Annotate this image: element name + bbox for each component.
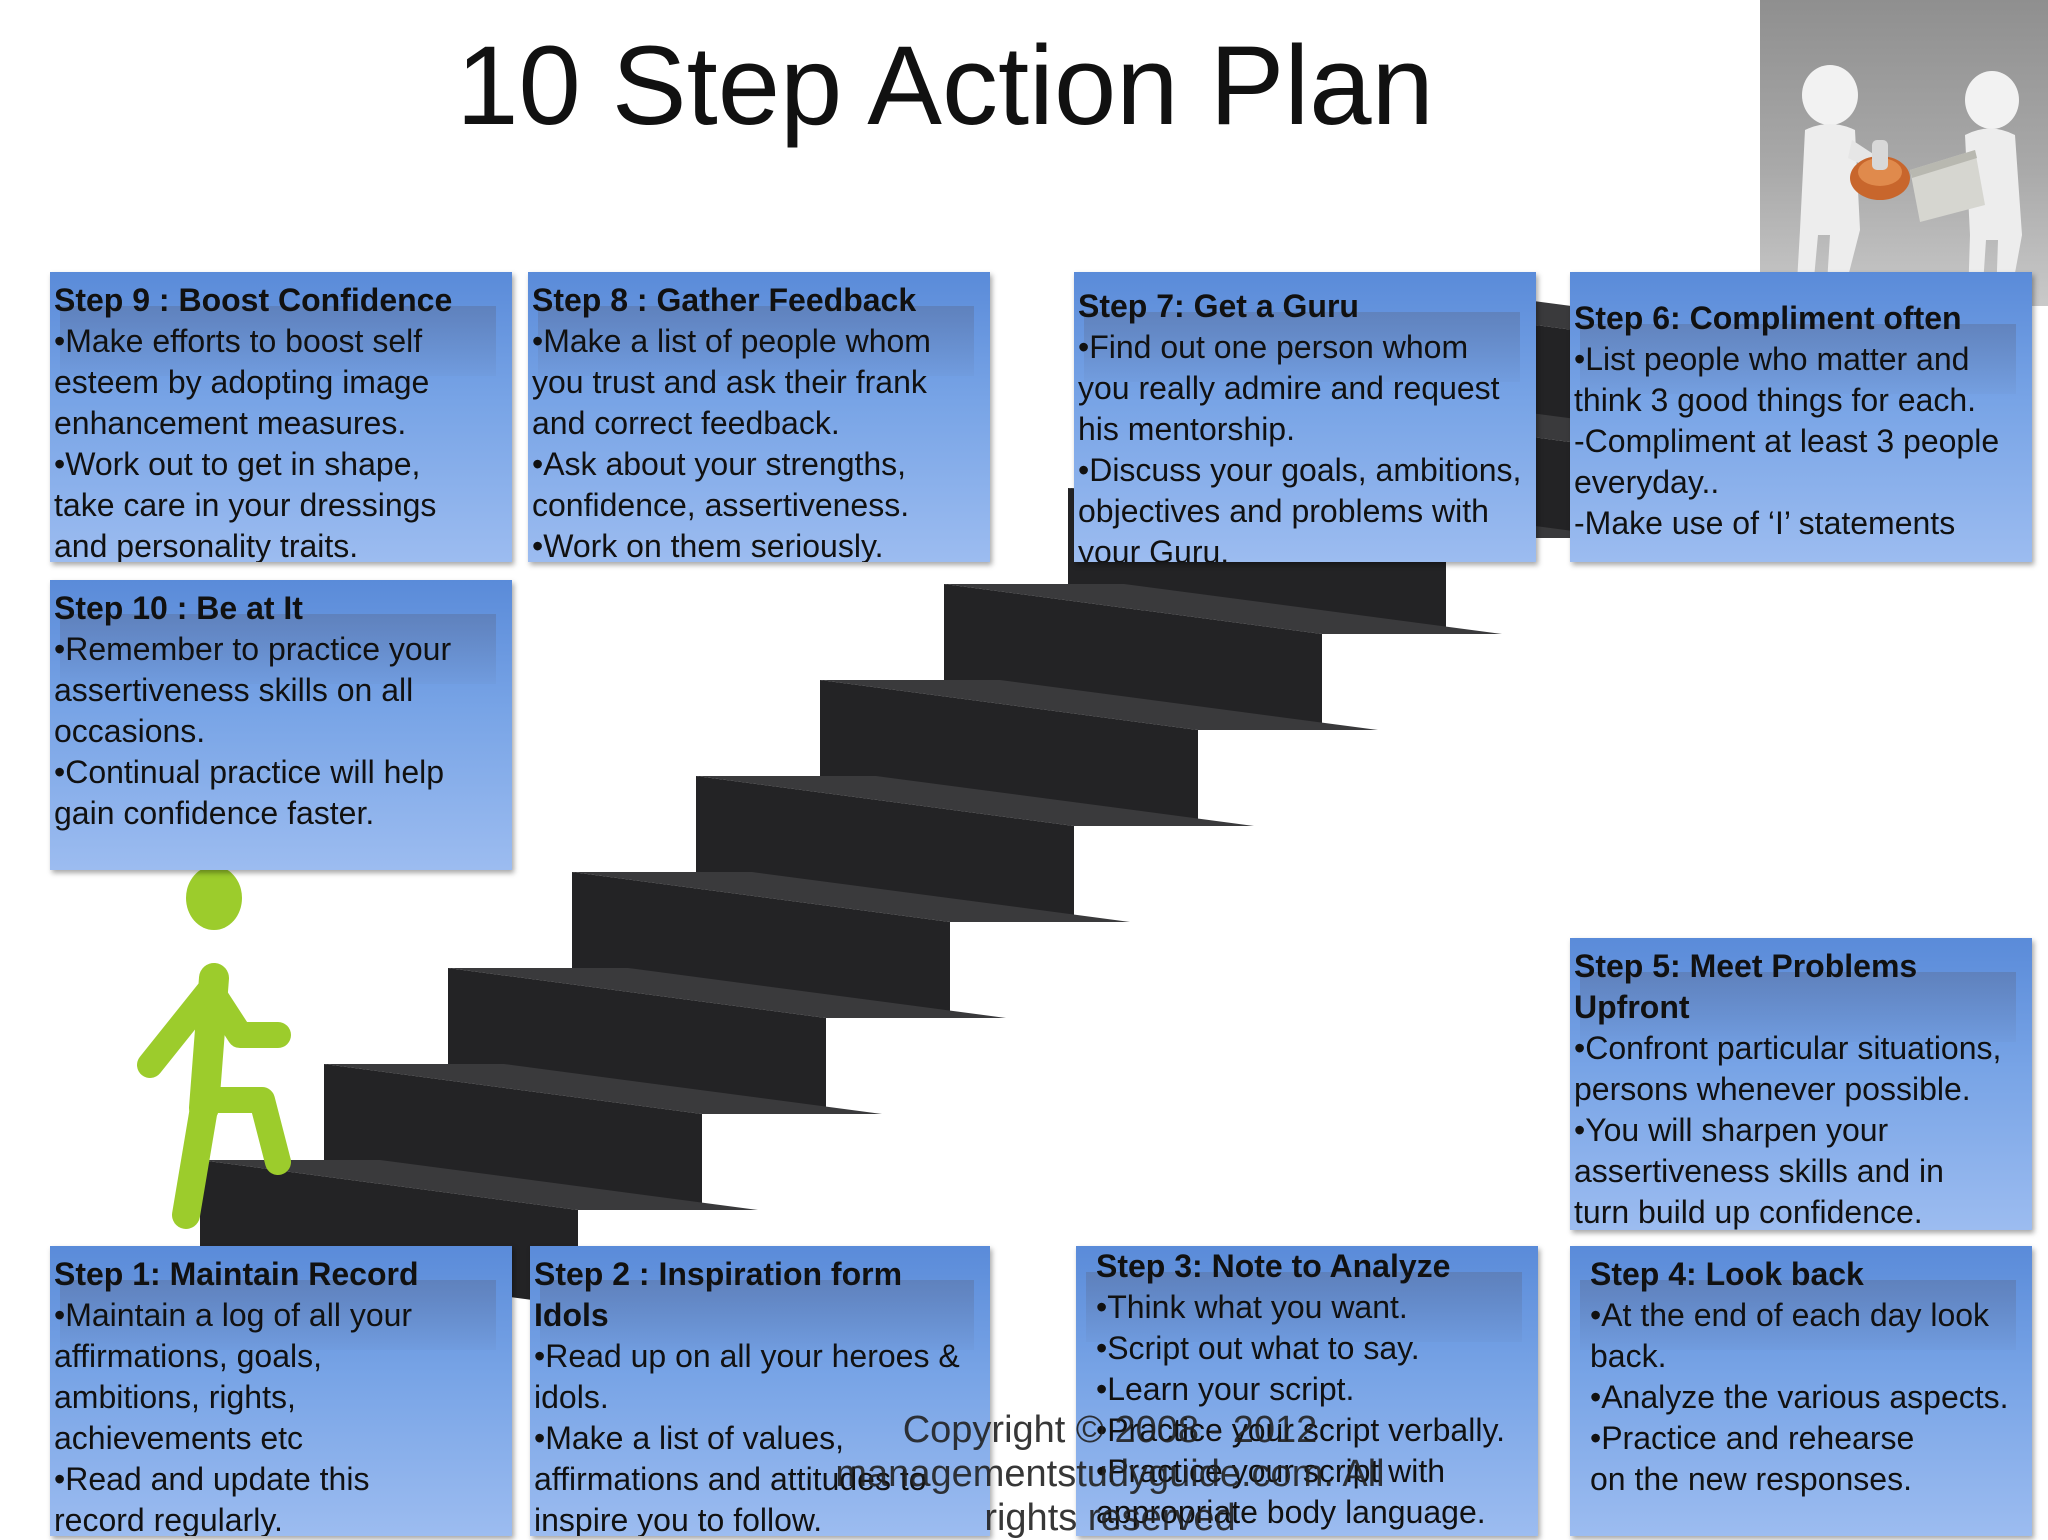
step-line: esteem by adopting image <box>54 364 430 400</box>
stair-tread <box>324 1064 882 1114</box>
step-line: objectives and problems with <box>1078 493 1489 529</box>
step-line: inspire you to follow. <box>534 1502 823 1536</box>
walking-figure-icon <box>137 866 291 1229</box>
step-heading: Step 2 : Inspiration form <box>534 1256 903 1292</box>
copyright-notice: Copyright © 2008 - 2012 managementstudyg… <box>760 1408 1460 1540</box>
stamping-figures-photo <box>1760 0 2048 306</box>
step-line: ambitions, rights, <box>54 1379 296 1415</box>
step-line: •Practice your script verbally. <box>1096 1412 1505 1448</box>
step-line: gain confidence faster. <box>54 795 375 831</box>
step-6-box: Step 6: Compliment often •List people wh… <box>1570 272 2032 562</box>
step-7-box: Step 7: Get a Guru •Find out one person … <box>1074 272 1536 562</box>
step-line: turn build up confidence. <box>1574 1194 1923 1230</box>
stair-tread <box>820 680 1378 730</box>
step-line: affirmations, goals, <box>54 1338 322 1374</box>
step-line: •Think what you want. <box>1096 1289 1408 1325</box>
step-heading: Step 7: Get a Guru <box>1078 288 1359 324</box>
stair-tread <box>696 776 1254 826</box>
step-line: you trust and ask their frank <box>532 364 927 400</box>
step-5-box: Step 5: Meet Problems Upfront •Confront … <box>1570 938 2032 1230</box>
step-line: and correct feedback. <box>532 405 840 441</box>
step-1-box: Step 1: Maintain Record •Maintain a log … <box>50 1246 512 1536</box>
step-line: •Continual practice will help <box>54 754 445 790</box>
step-heading-cont: Upfront <box>1574 989 1690 1025</box>
step-line: assertiveness skills and in <box>1574 1153 1944 1189</box>
step-line: •Remember to practice your <box>54 631 452 667</box>
step-heading: Step 3: Note to Analyze <box>1096 1248 1451 1284</box>
step-line: •Maintain a log of all your <box>54 1297 413 1333</box>
stair-riser <box>324 1064 702 1210</box>
step-line: achievements etc <box>54 1420 304 1456</box>
step-heading: Step 8 : Gather Feedback <box>532 282 917 318</box>
step-line: •Learn your script. <box>1096 1371 1355 1407</box>
stair-tread <box>572 872 1130 922</box>
step-heading: Step 1: Maintain Record <box>54 1256 419 1292</box>
step-line: -Make use of ‘I’ statements <box>1574 505 1956 541</box>
page-title: 10 Step Action Plan <box>456 23 1434 148</box>
step-line: assertiveness skills on all <box>54 672 414 708</box>
step-8-box: Step 8 : Gather Feedback •Make a list of… <box>528 272 990 562</box>
step-9-box: Step 9 : Boost Confidence •Make efforts … <box>50 272 512 562</box>
step-line: •Practice and rehearse <box>1590 1420 1915 1456</box>
step-heading: Step 5: Meet Problems <box>1574 948 1918 984</box>
step-4-box: Step 4: Look back •At the end of each da… <box>1570 1246 2032 1536</box>
step-heading: Step 9 : Boost Confidence <box>54 282 453 318</box>
step-line: back. <box>1590 1338 1667 1374</box>
step-line: on the new responses. <box>1590 1461 1912 1497</box>
copyright-line: rights reserved <box>984 1497 1236 1539</box>
step-line: •At the end of each day look <box>1590 1297 1990 1333</box>
step-heading: Step 6: Compliment often <box>1574 300 1962 336</box>
step-line: •Ask about your strengths, <box>532 446 907 482</box>
step-line: •Make efforts to boost self <box>54 323 423 359</box>
step-heading-cont: Idols <box>534 1297 609 1333</box>
step-line: •You will sharpen your <box>1574 1112 1889 1148</box>
stair-tread <box>448 968 1006 1018</box>
stair-riser <box>696 776 1074 922</box>
step-line: you really admire and request <box>1078 370 1500 406</box>
step-line: your Guru. <box>1078 534 1230 562</box>
step-line: •Practice your script with <box>1096 1453 1446 1489</box>
step-line: •Confront particular situations, <box>1574 1030 2002 1066</box>
step-line: •Make a list of people whom <box>532 323 931 359</box>
stair-riser <box>572 872 950 1018</box>
step-line: affirmations and attitudes to <box>534 1461 927 1497</box>
step-10-box: Step 10 : Be at It •Remember to practice… <box>50 580 512 870</box>
step-line: his mentorship. <box>1078 411 1295 447</box>
step-line: •Analyze the various aspects. <box>1590 1379 2009 1415</box>
step-line: idols. <box>534 1379 609 1415</box>
stair-riser <box>448 968 826 1114</box>
step-line: •Work on them seriously. <box>532 528 884 562</box>
step-line: •Read up on all your heroes & <box>534 1338 960 1374</box>
step-line: think 3 good things for each. <box>1574 382 1977 418</box>
step-line: record regularly. <box>54 1502 283 1536</box>
step-line: persons whenever possible. <box>1574 1071 1971 1107</box>
stair-tread <box>944 584 1502 634</box>
step-line: •Discuss your goals, ambitions, <box>1078 452 1522 488</box>
step-line: •Script out what to say. <box>1096 1330 1420 1366</box>
step-line: and personality traits. <box>54 528 359 562</box>
step-line: enhancement measures. <box>54 405 407 441</box>
step-line: •Make a list of values, <box>534 1420 844 1456</box>
step-line: •List people who matter and <box>1574 341 1970 377</box>
step-line: everyday.. <box>1574 464 1720 500</box>
copyright-line: managementstudyguide.com. All <box>835 1453 1385 1495</box>
copyright-line: Copyright © 2008 - 2012 <box>902 1409 1318 1451</box>
step-line: •Work out to get in shape, <box>54 446 421 482</box>
step-line: take care in your dressings <box>54 487 437 523</box>
step-heading: Step 4: Look back <box>1590 1256 1864 1292</box>
step-line: appropriate body language. <box>1096 1494 1486 1530</box>
step-line: -Compliment at least 3 people <box>1574 423 2000 459</box>
stair-tread <box>200 1160 758 1210</box>
stair-riser <box>944 584 1322 730</box>
step-line: •Find out one person whom <box>1078 329 1469 365</box>
step-heading: Step 10 : Be at It <box>54 590 303 626</box>
step-line: confidence, assertiveness. <box>532 487 910 523</box>
stair-riser <box>820 680 1198 826</box>
step-line: occasions. <box>54 713 206 749</box>
step-line: •Read and update this <box>54 1461 370 1497</box>
